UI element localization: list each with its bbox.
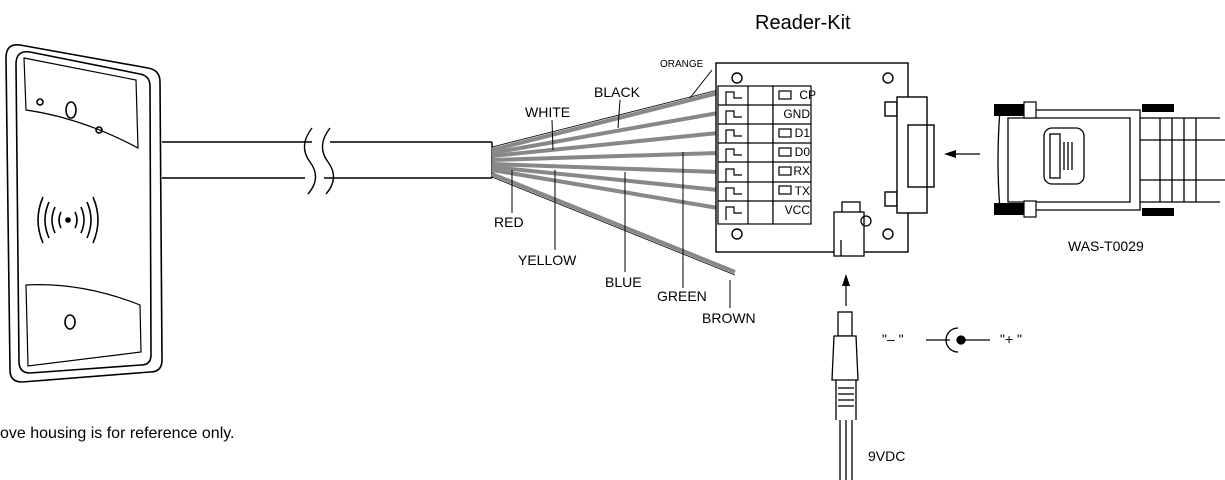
wire-label-black: BLACK [594,84,640,100]
terminal-label-rx: RX [793,164,810,178]
terminal-block [717,85,812,225]
was-t0029-connector [997,109,1225,211]
terminal-label-d1: D1 [794,126,810,140]
arrow-up-icon [842,274,850,306]
wire-orange [491,91,719,152]
wire-green [491,151,719,162]
wire-white [491,131,719,158]
dc-jack [833,201,872,257]
dc-jack-symbol-icon [926,327,990,353]
connector-thumbscrews [994,101,1174,218]
wire-yellow [491,165,719,192]
wire-label-red: RED [494,214,524,230]
wire-label-yellow: YELLOW [518,252,577,268]
terminal-label-tx: TX [794,184,810,198]
polarity-minus-label: "– " [882,331,904,347]
cable [162,127,493,195]
wires [491,91,736,274]
polarity-plus-label: "+ " [1000,331,1023,347]
wire-label-white: WHITE [525,104,571,120]
terminal-label-cp: CP [799,88,816,102]
wire-label-orange: ORANGE [660,59,704,70]
wire-label-brown: BROWN [702,310,756,326]
wire-black [491,111,719,155]
terminal-label-gnd: GND [783,107,810,121]
wire-red [491,168,719,210]
rfid-wave-icon [37,196,99,244]
arrow-left-icon [944,150,980,158]
wire-label-green: GREEN [657,288,707,304]
leader-lines [511,69,731,308]
diagram-title: Reader-Kit [755,12,851,34]
power-plug [831,311,859,480]
reference-note: ove housing is for reference only. [0,425,235,442]
wire-brown [491,172,736,274]
db9-connector [884,96,935,214]
wire-label-blue: BLUE [605,274,642,290]
terminal-label-vcc: VCC [784,203,810,217]
power-voltage-label: 9VDC [868,448,906,464]
wire-blue [491,162,719,174]
cable-part-label: WAS-T0029 [1068,238,1144,254]
terminal-label-d0: D0 [794,145,810,159]
